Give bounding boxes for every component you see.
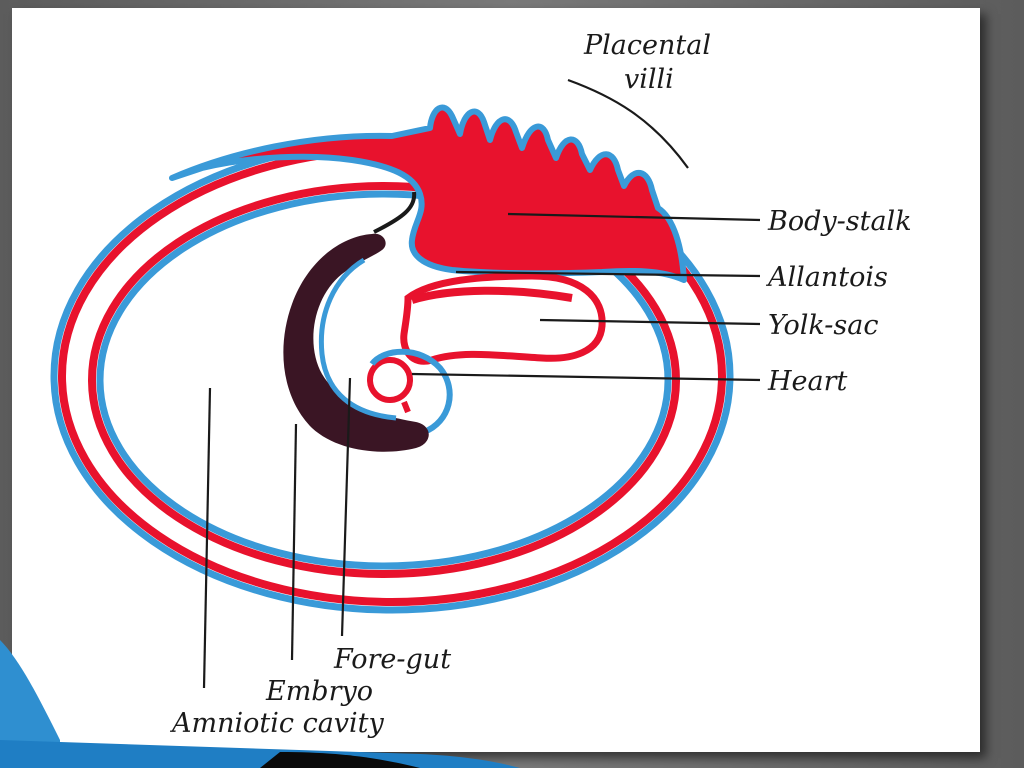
label-body-stalk: Body-stalk bbox=[767, 206, 912, 237]
label-embryo: Embryo bbox=[265, 676, 373, 707]
label-amniotic-cavity: Amniotic cavity bbox=[169, 708, 385, 739]
label-placental: Placental bbox=[583, 30, 711, 61]
heart-shape bbox=[367, 348, 453, 435]
leader-lines bbox=[202, 78, 761, 689]
label-heart: Heart bbox=[767, 366, 848, 397]
label-allantois: Allantois bbox=[765, 262, 888, 293]
body-stalk-shape bbox=[169, 104, 687, 283]
allantois-duct bbox=[400, 272, 606, 365]
image-frame: Placental villi Body-stalk Allantois Yol… bbox=[12, 8, 980, 752]
leader-embryo bbox=[290, 423, 298, 661]
leader-body-stalk bbox=[507, 212, 761, 222]
amnion-ring bbox=[88, 182, 680, 578]
labels: Placental villi Body-stalk Allantois Yol… bbox=[169, 30, 912, 739]
leader-amniotic-cavity bbox=[202, 387, 212, 689]
embryo-body bbox=[283, 191, 429, 452]
leader-heart bbox=[411, 372, 761, 382]
label-yolk-sac: Yolk-sac bbox=[768, 310, 878, 341]
leader-allantois bbox=[455, 270, 761, 278]
label-fore-gut: Fore-gut bbox=[333, 644, 451, 675]
leader-placental-villi bbox=[567, 78, 689, 169]
embryo-diagram: Placental villi Body-stalk Allantois Yol… bbox=[50, 30, 912, 739]
leader-yolk-sac bbox=[539, 318, 761, 326]
leader-fore-gut bbox=[340, 377, 352, 637]
label-villi: villi bbox=[624, 64, 674, 95]
